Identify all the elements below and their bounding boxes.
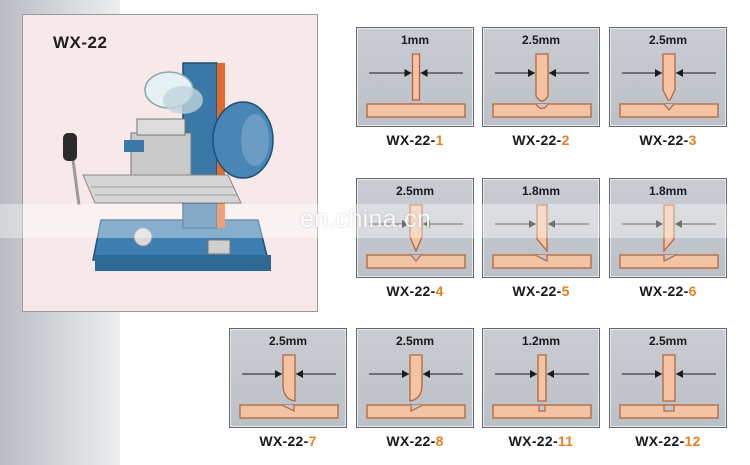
caption-number: 11: [557, 433, 574, 449]
cutter-model-caption: WX-22-4: [356, 283, 474, 299]
caption-number: 3: [688, 132, 697, 148]
cutter-diagram: 2.5mm: [356, 178, 474, 278]
caption-prefix: WX-22-: [639, 283, 689, 299]
caption-number: 7: [308, 433, 317, 449]
cutter-width-label: 1.8mm: [648, 184, 688, 198]
cutter-model-caption: WX-22-3: [609, 132, 727, 148]
cutter-profile-icon: [239, 354, 339, 419]
cutter-model-caption: WX-22-2: [482, 132, 600, 148]
cutter-profile-icon: [366, 354, 466, 419]
model-title: WX-22: [53, 33, 108, 52]
cutter-model-caption: WX-22-11: [482, 433, 600, 449]
caption-number: 5: [561, 283, 570, 299]
cutter-width-label: 1.8mm: [521, 184, 561, 198]
caption-number: 6: [688, 283, 697, 299]
cutter-profile-icon: [619, 53, 719, 118]
caption-prefix: WX-22-: [508, 433, 558, 449]
caption-prefix: WX-22-: [639, 132, 689, 148]
cutter-diagram: 2.5mm: [229, 328, 347, 428]
cutter-width-label: 2.5mm: [395, 334, 435, 348]
cutter-model-caption: WX-22-1: [356, 132, 474, 148]
cutter-profile-icon: [492, 53, 592, 118]
cutter-profile-icon: [366, 53, 466, 118]
cutter-profile-icon: [619, 354, 719, 419]
cutter-model-caption: WX-22-6: [609, 283, 727, 299]
cutter-profile-icon: [492, 204, 592, 269]
cutter-profile-icon: [366, 204, 466, 269]
cutter-diagram: 2.5mm: [482, 27, 600, 127]
cutter-diagram: 2.5mm: [609, 27, 727, 127]
cutter-diagram: 1mm: [356, 27, 474, 127]
key-cutting-machine-icon: [63, 62, 274, 271]
cutter-diagram: 2.5mm: [609, 328, 727, 428]
cutter-model-caption: WX-22-8: [356, 433, 474, 449]
cutter-profile-icon: [619, 204, 719, 269]
caption-prefix: WX-22-: [386, 132, 436, 148]
caption-number: 8: [435, 433, 444, 449]
watermark: en.china.cn: [300, 205, 432, 233]
caption-prefix: WX-22-: [386, 283, 436, 299]
caption-prefix: WX-22-: [386, 433, 436, 449]
cutter-diagram: 1.8mm: [609, 178, 727, 278]
product-photo-panel: WX-22: [22, 14, 318, 312]
cutter-width-label: 2.5mm: [648, 33, 688, 47]
cutter-profile-icon: [492, 354, 592, 419]
caption-number: 1: [435, 132, 444, 148]
caption-prefix: WX-22-: [512, 132, 562, 148]
cutter-width-label: 2.5mm: [521, 33, 561, 47]
cutter-width-label: 2.5mm: [268, 334, 308, 348]
cutter-diagram: 2.5mm: [356, 328, 474, 428]
cutter-width-label: 2.5mm: [395, 184, 435, 198]
cutter-diagram: 1.2mm: [482, 328, 600, 428]
caption-prefix: WX-22-: [259, 433, 309, 449]
cutter-model-caption: WX-22-5: [482, 283, 600, 299]
caption-number: 12: [684, 433, 701, 449]
cutter-width-label: 2.5mm: [648, 334, 688, 348]
caption-prefix: WX-22-: [512, 283, 562, 299]
cutter-model-caption: WX-22-12: [609, 433, 727, 449]
cutter-model-caption: WX-22-7: [229, 433, 347, 449]
cutter-width-label: 1.2mm: [521, 334, 561, 348]
caption-number: 4: [435, 283, 444, 299]
cutter-width-label: 1mm: [400, 33, 429, 47]
caption-number: 2: [561, 132, 570, 148]
cutter-diagram: 1.8mm: [482, 178, 600, 278]
caption-prefix: WX-22-: [635, 433, 685, 449]
watermark-band: [0, 204, 750, 238]
